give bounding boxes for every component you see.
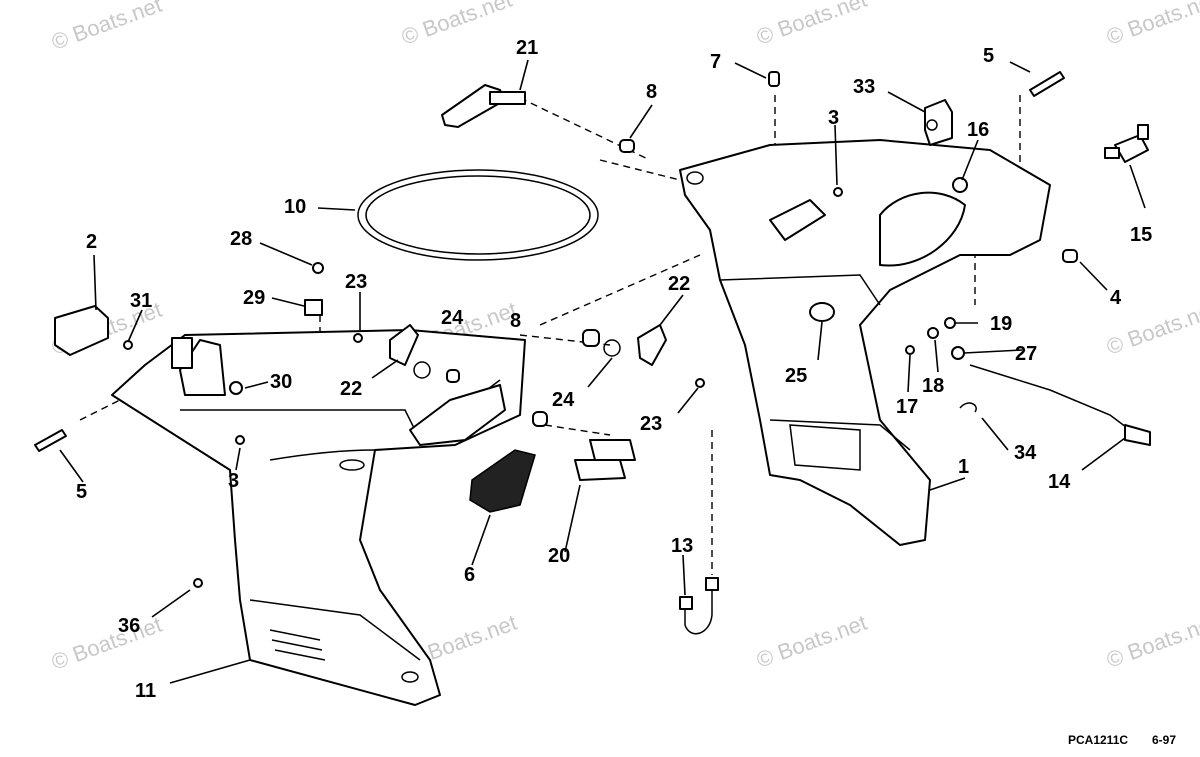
callout-label: 4 [1110,287,1122,309]
callout-label: 5 [983,45,994,67]
drawing-id: PCA1211C [1068,733,1128,747]
seal-ring [357,169,599,261]
callout-label: 25 [785,365,807,387]
latch-center [409,384,506,446]
callout-label: 3 [228,470,239,492]
callout-label: 19 [990,313,1012,335]
bushing [532,411,548,427]
cable-14 [969,364,1151,446]
callout-label: 3 [828,107,839,129]
callout-label: 24 [552,389,575,411]
callout-label: 5 [76,481,87,503]
bushing [582,329,600,347]
callout-label: 8 [510,310,521,332]
screw-3 [235,435,245,445]
bushing-8 [446,369,460,383]
fitting-15 [1104,124,1149,163]
watermark: © Boats.net [1103,0,1200,50]
watermark: © Boats.net [753,0,870,50]
callout-label: 15 [1130,224,1152,246]
callout-label: 20 [548,545,570,567]
watermark: © Boats.net [398,0,515,50]
plate-22 [389,324,419,366]
latch-cover [54,305,109,356]
callout-label: 11 [135,680,156,702]
callout-label: 27 [1015,343,1037,365]
screw-23 [695,378,705,388]
washer-24 [603,339,621,357]
bushing-8 [619,139,635,153]
grommet-4 [1062,249,1078,263]
callout-label: 8 [646,81,657,103]
callout-label: 6 [464,564,475,586]
plug-7 [768,71,780,87]
callout-label: 30 [270,371,292,393]
callout-label: 16 [967,119,989,141]
fastener-28 [312,262,324,274]
part-shapes [34,71,1151,706]
clip-29 [304,299,323,316]
screw-36 [193,578,203,588]
drawing-date: 6-97 [1152,733,1176,747]
screw-3 [833,187,843,197]
drawing-code: PCA1211C 6-97 [1068,733,1176,747]
block-33 [924,99,953,146]
watermark: © Boats.net [48,612,165,675]
callout-label: 13 [671,535,693,557]
bolt-5 [34,429,67,452]
callout-label: 24 [441,307,464,329]
bracket-6 [469,449,536,513]
callout-label: 28 [230,228,252,250]
callout-label: 22 [340,378,362,400]
screw-17 [905,345,915,355]
callout-label: 33 [853,76,875,98]
callout-label: 17 [896,396,918,418]
grommet-16 [952,177,968,193]
callout-label: 31 [130,290,152,312]
callout-label: 21 [516,37,538,59]
bolt-5 [1029,71,1065,97]
screw-23 [353,333,363,343]
callout-label: 1 [958,456,969,478]
handle-20 [574,439,636,481]
cowl-right [679,139,1051,546]
watermark: © Boats.net [753,610,870,673]
callout-label: 29 [243,287,265,309]
callout-label: 10 [284,196,306,218]
washer-18 [927,327,939,339]
callout-label: 34 [1014,442,1037,464]
washer-19 [944,317,956,329]
callout-label: 23 [345,271,367,293]
callout-label: 2 [86,231,97,253]
callout-label: 36 [118,615,140,637]
nut-27 [951,346,965,360]
watermark: © Boats.net [1103,610,1200,673]
callout-labels: 1 2 3 3 4 5 5 6 7 8 8 10 11 13 14 15 16 … [76,37,1152,702]
callout-label: 18 [922,375,944,397]
nut-30 [229,381,243,395]
callout-label: 14 [1048,471,1071,493]
callout-label: 7 [710,51,721,73]
callout-label: 23 [640,413,662,435]
callout-label: 22 [668,273,690,295]
watermark: © Boats.net [48,0,165,55]
clip-34 [959,402,977,413]
hose-13 [684,585,713,635]
lever-21 [441,84,526,128]
leader-lines [59,59,1146,684]
plate-22 [637,324,667,366]
screw-31 [123,340,133,350]
washer-24 [413,361,431,379]
